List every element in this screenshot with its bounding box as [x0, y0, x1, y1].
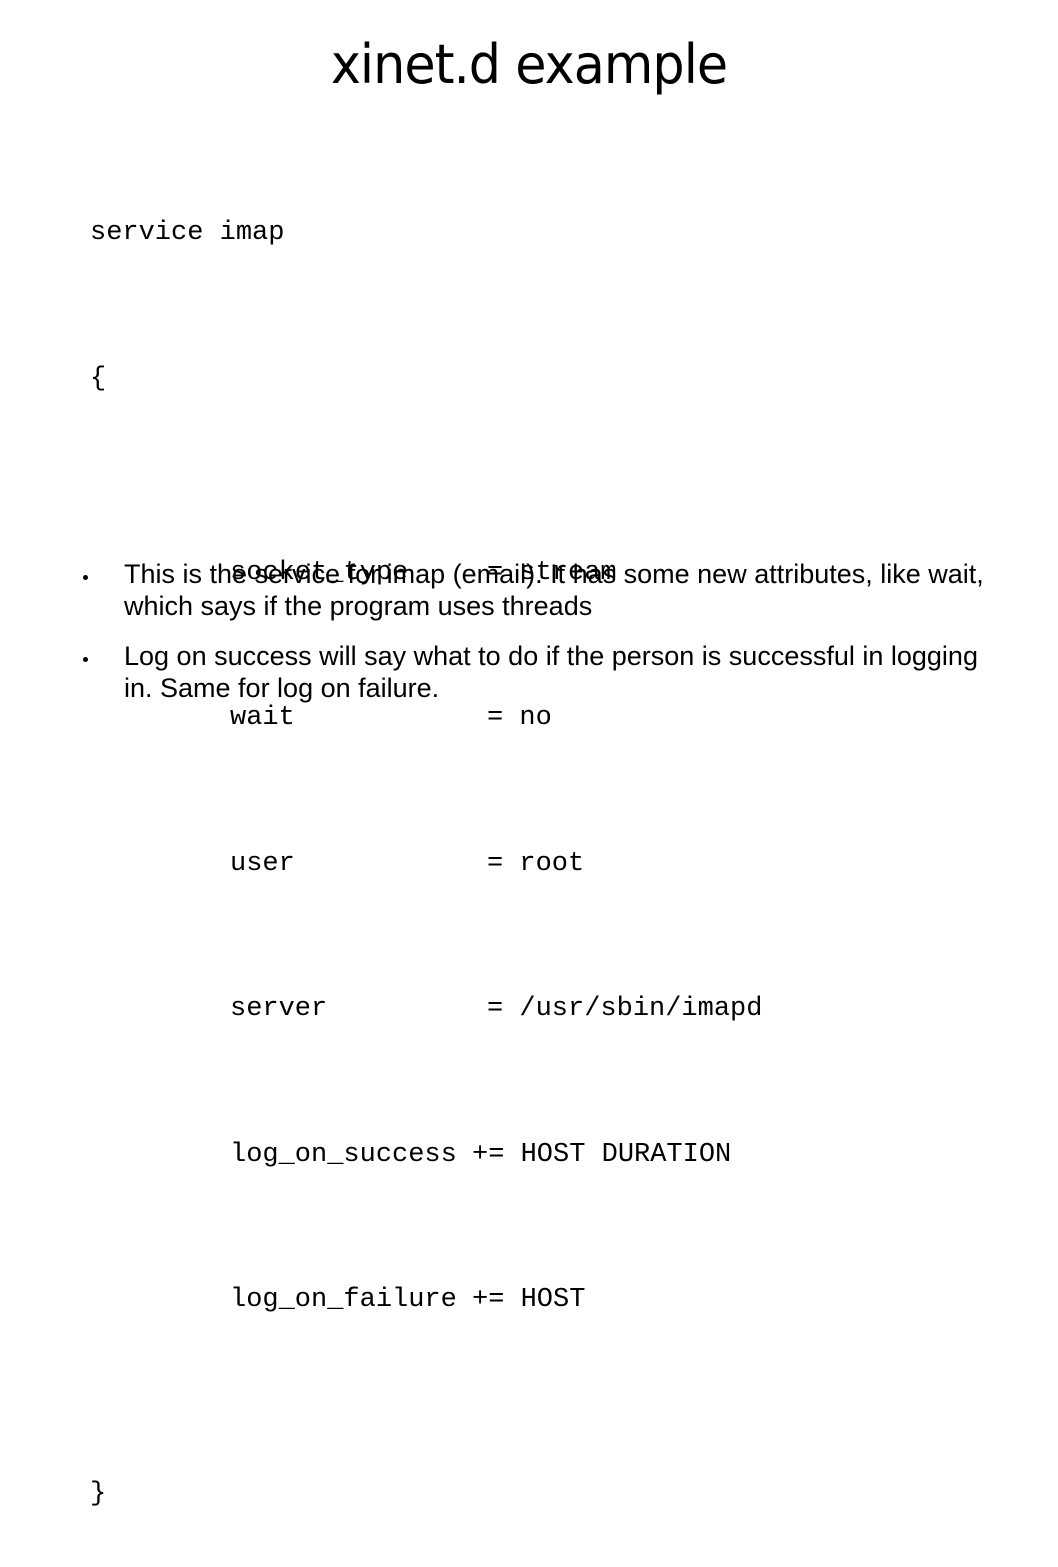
code-attr-line: wait = no: [90, 694, 762, 743]
code-attr-line: log_on_failure += HOST: [90, 1276, 762, 1325]
code-block: service imap { socket_type = stream wait =…: [90, 112, 762, 1567]
bullet-dot-icon: [83, 575, 88, 580]
code-attr-value: = root: [487, 848, 585, 879]
code-attr-value: = /usr/sbin/imapd: [487, 994, 763, 1024]
code-attr-value: += HOST: [472, 1285, 586, 1315]
code-attr-value: = no: [487, 703, 552, 733]
bullet-item: This is the service for imap (email). It…: [0, 558, 1058, 622]
code-attr-key: wait: [230, 703, 295, 733]
bullet-text: Log on success will say what to do if th…: [124, 641, 978, 703]
bullet-dot-icon: [83, 657, 88, 662]
code-attr-key: server: [230, 994, 328, 1024]
code-service-line: service imap: [90, 218, 285, 248]
bullet-text: This is the service for imap (email). It…: [124, 559, 984, 621]
bullet-item: Log on success will say what to do if th…: [0, 640, 1058, 704]
code-open-brace: {: [90, 363, 107, 394]
code-attr-line: log_on_success += HOST DURATION: [90, 1131, 762, 1180]
code-attr-value: = stream: [487, 557, 617, 588]
code-attr-line: server = /usr/sbin/imapd: [90, 985, 762, 1034]
code-attr-line: socket_type = stream: [90, 549, 762, 598]
code-attr-key: user: [230, 848, 295, 879]
code-attr-key: socket_type: [230, 557, 409, 588]
code-attr-line: user = root: [90, 840, 762, 889]
code-attr-key: log_on_success: [230, 1139, 457, 1170]
code-attr-key: log_on_failure: [230, 1285, 457, 1315]
bullet-list: This is the service for imap (email). It…: [0, 558, 1058, 722]
code-attr-value: += HOST DURATION: [472, 1139, 732, 1170]
slide-title: xinet.d example: [330, 33, 728, 96]
code-close-brace: }: [90, 1479, 107, 1509]
